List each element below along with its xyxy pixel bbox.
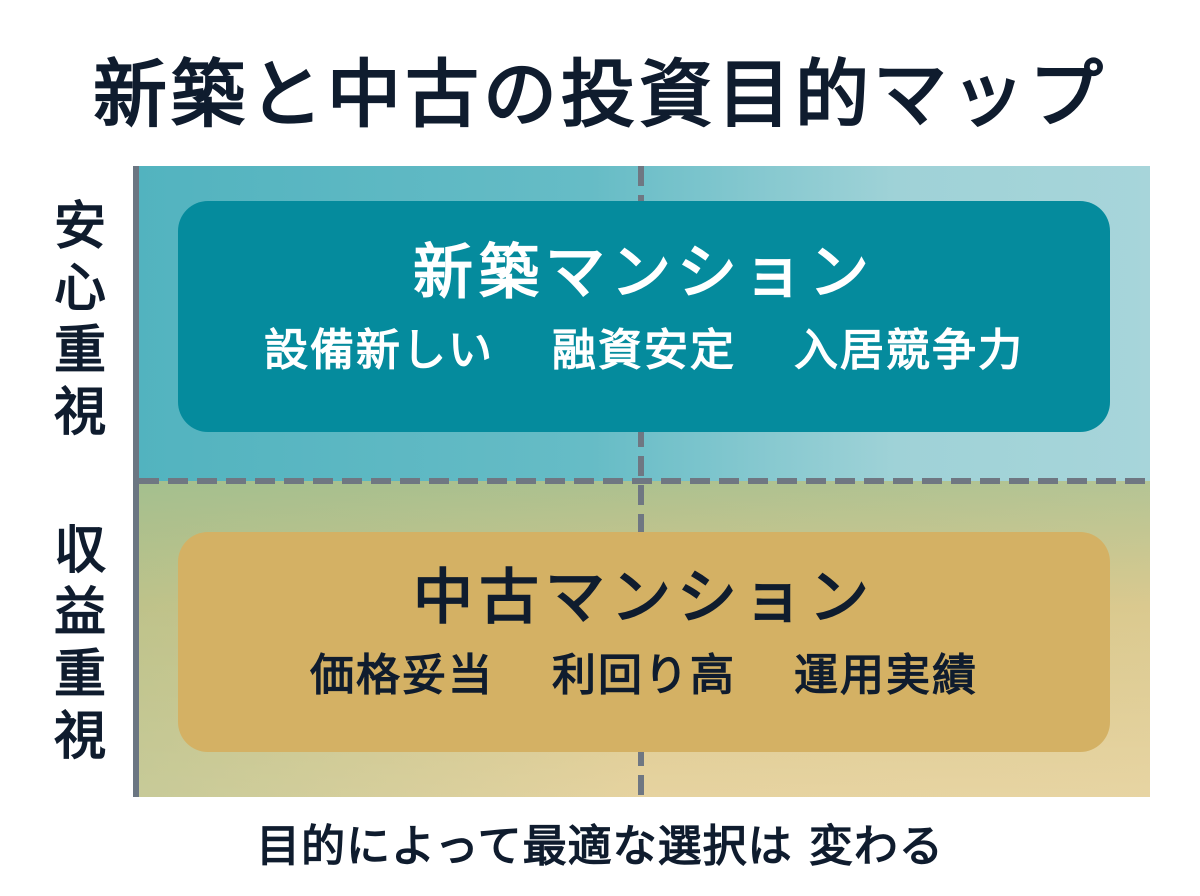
feature-item: 運用実績 [794, 650, 978, 701]
axis-char: 重 [53, 645, 106, 705]
used-condo-title: 中古マンション [413, 563, 875, 633]
page-title: 新築と中古の投資目的マップ [93, 52, 1107, 138]
feature-item: 価格妥当 [310, 650, 494, 701]
used-condo-box: 中古マンション 価格妥当 利回り高 運用実績 [178, 532, 1110, 752]
axis-char: 益 [53, 583, 106, 643]
feature-item: 融資安定 [552, 325, 736, 376]
axis-char: 視 [53, 707, 106, 767]
axis-char: 安 [53, 197, 106, 257]
feature-item: 入居競争力 [794, 325, 1024, 376]
axis-label-profit: 収 益 重 視 [40, 520, 120, 768]
footer-caption: 目的によって最適な選択は 変わる [256, 821, 944, 872]
axis-char: 重 [53, 321, 106, 381]
horizontal-divider [139, 478, 1150, 484]
axis-char: 心 [53, 259, 106, 319]
y-axis-line [133, 166, 139, 797]
new-condo-title: 新築マンション [413, 238, 875, 308]
new-condo-features: 設備新しい 融資安定 入居競争力 [178, 323, 1110, 379]
used-condo-features: 価格妥当 利回り高 運用実績 [178, 648, 1110, 704]
new-condo-box: 新築マンション 設備新しい 融資安定 入居競争力 [178, 201, 1110, 432]
axis-label-safety: 安 心 重 視 [40, 196, 120, 444]
quadrant-map: 新築マンション 設備新しい 融資安定 入居競争力 中古マンション 価格妥当 利回… [133, 166, 1150, 797]
feature-item: 利回り高 [552, 650, 736, 701]
axis-char: 視 [53, 383, 106, 443]
axis-char: 収 [53, 521, 106, 581]
feature-item: 設備新しい [264, 325, 494, 376]
